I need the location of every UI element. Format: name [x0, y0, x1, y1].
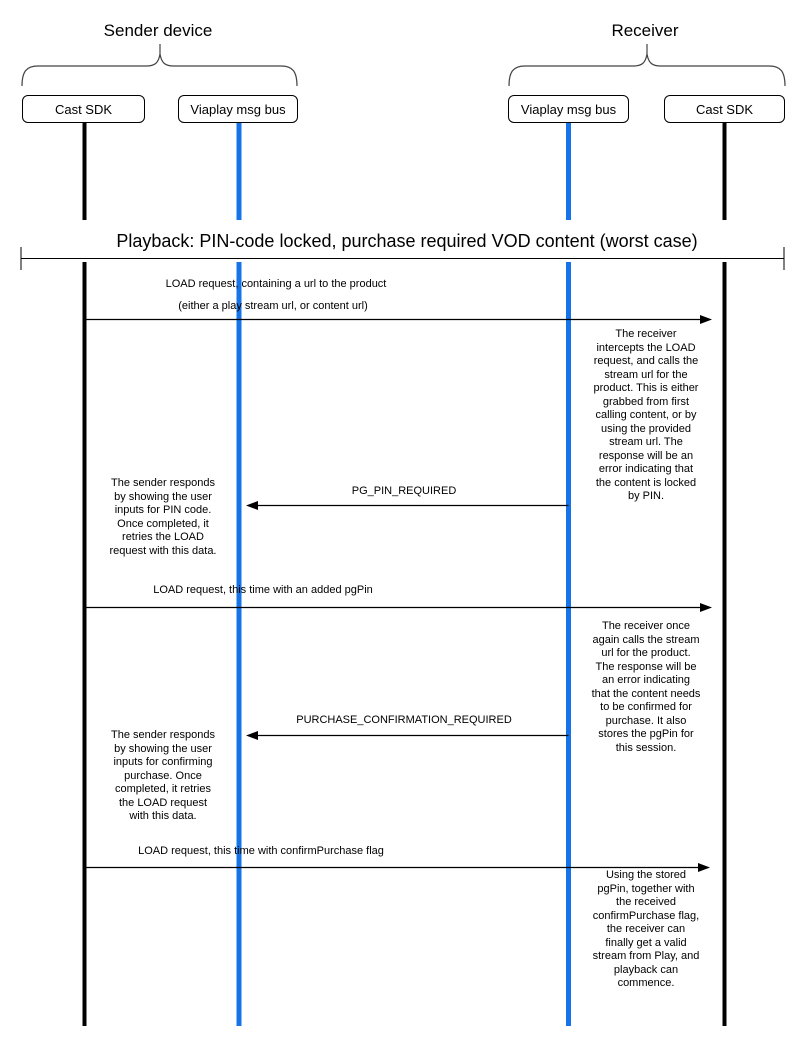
message-arrow-load-request [86, 315, 712, 324]
note-sender-pin-input: The sender responds by showing the user … [109, 477, 217, 557]
message-arrow-load-with-confirmpurchase [86, 863, 710, 872]
message-label-load-request: LOAD request, containing a url to the pr… [165, 278, 387, 290]
note-sender-confirm-purchase: The sender responds by showing the user … [111, 729, 215, 822]
participant-sender-cast-sdk: Cast SDK [22, 95, 145, 123]
section-title: Playback: PIN-code locked, purchase requ… [116, 231, 698, 251]
group-title-receiver: Receiver [611, 21, 679, 40]
group-title-sender-device: Sender device [103, 21, 213, 40]
note-receiver-purchase-required: The receiver once again calls the stream… [591, 620, 701, 754]
message-sublabel-load-request: (either a play stream url, or content ur… [178, 300, 368, 312]
participant-receiver-cast-sdk: Cast SDK [664, 95, 785, 123]
receiver-group-brace-icon [508, 44, 786, 87]
participant-sender-viaplay-msg-bus: Viaplay msg bus [178, 95, 298, 123]
participant-receiver-viaplay-msg-bus: Viaplay msg bus [508, 95, 629, 123]
message-label-purchase-confirmation-required: PURCHASE_CONFIRMATION_REQUIRED [296, 714, 512, 726]
message-label-load-with-confirmpurchase: LOAD request, this time with confirmPurc… [138, 845, 384, 857]
message-arrow-load-with-pgpin [86, 603, 712, 612]
sender-group-brace-icon [21, 44, 298, 87]
message-arrow-pg-pin-required [246, 501, 569, 510]
note-receiver-load-intercept: The receiver intercepts the LOAD request… [593, 328, 699, 502]
note-receiver-playback-commence: Using the stored pgPin, together with th… [592, 869, 700, 989]
message-arrow-purchase-confirmation-required [246, 731, 569, 740]
message-label-pg-pin-required: PG_PIN_REQUIRED [351, 485, 457, 497]
section-span-line [20, 247, 785, 270]
message-label-load-with-pgpin: LOAD request, this time with an added pg… [153, 584, 373, 596]
